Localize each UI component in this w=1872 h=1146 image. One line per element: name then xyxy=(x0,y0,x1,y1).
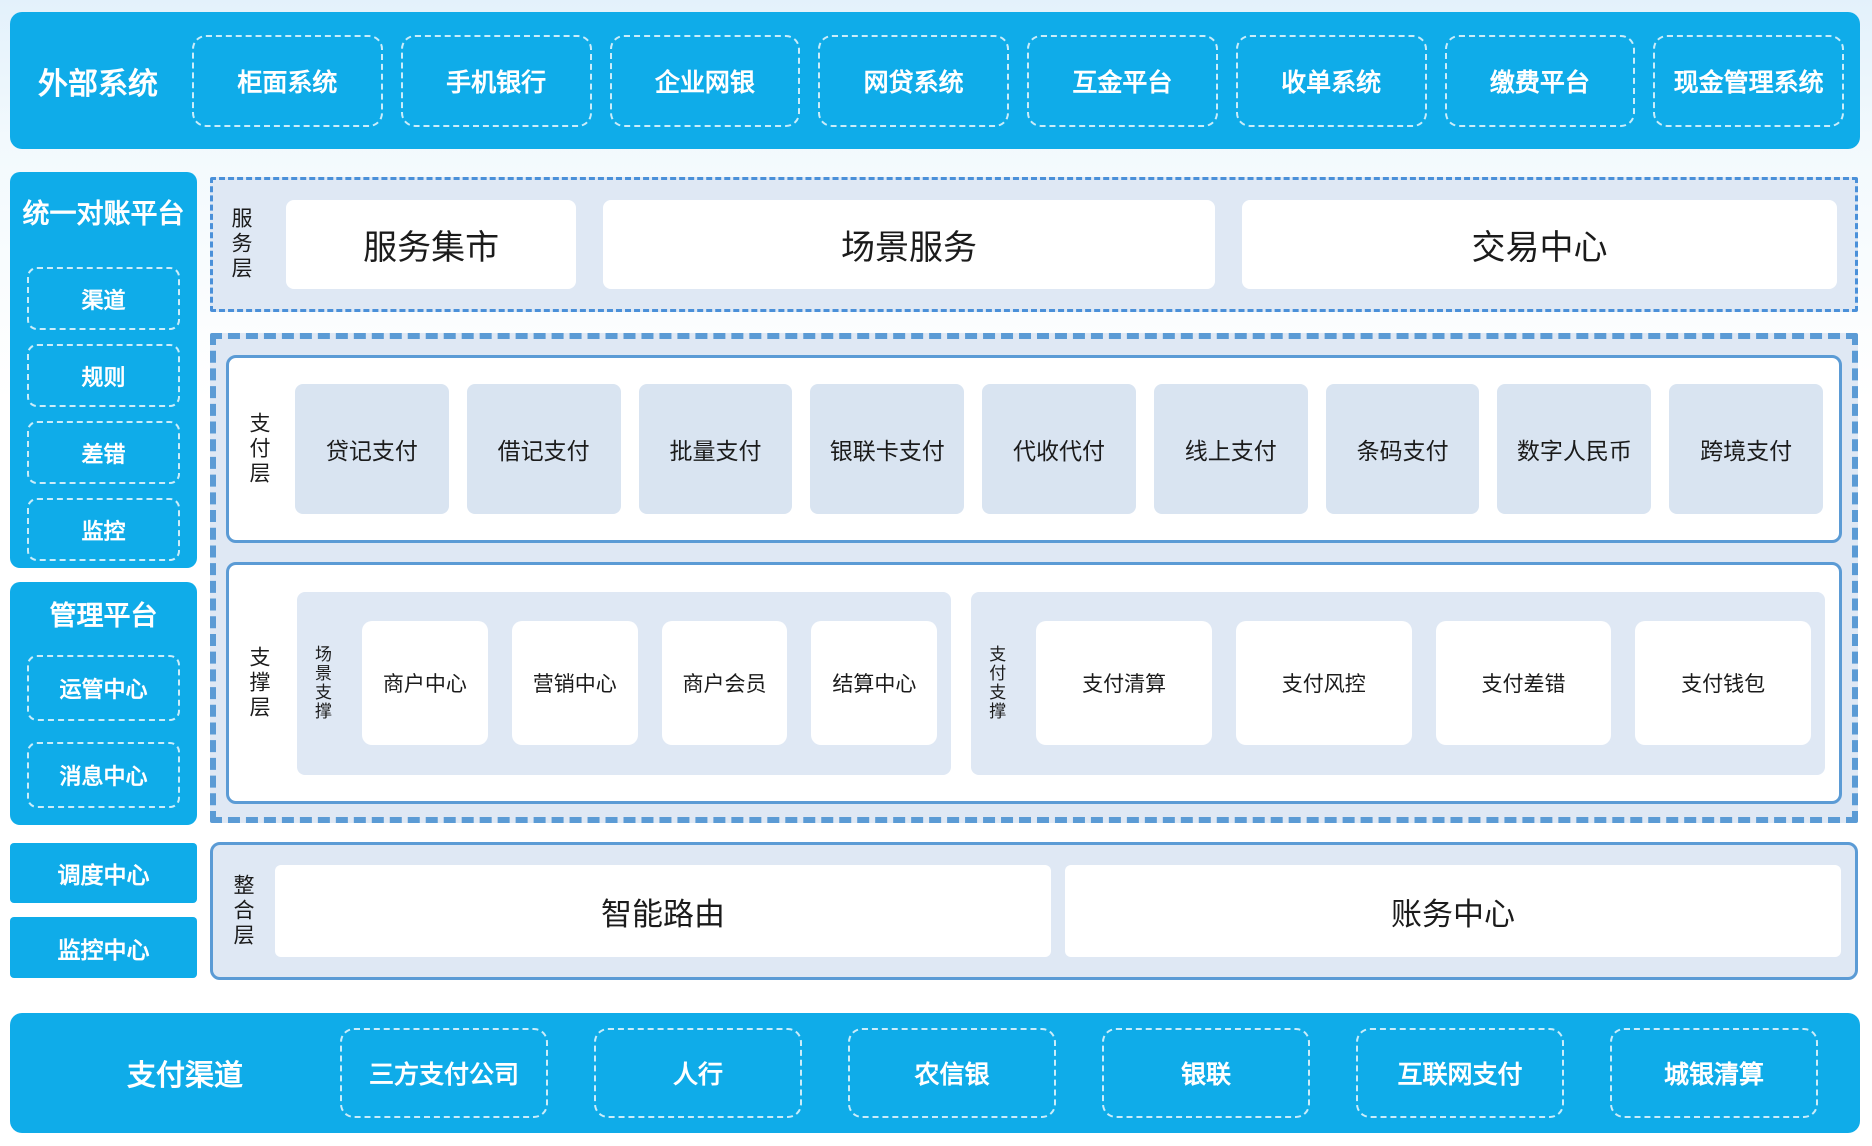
support-item: 支付清算 xyxy=(1036,621,1212,745)
support-item: 支付差错 xyxy=(1435,621,1612,745)
external-system-box: 现金管理系统 xyxy=(1653,34,1844,127)
reconciliation-item: 渠道 xyxy=(27,267,180,330)
payment-channel-box: 互联网支付 xyxy=(1356,1028,1564,1118)
payment-channel-box: 三方支付公司 xyxy=(340,1028,548,1118)
payment-item: 线上支付 xyxy=(1153,384,1308,514)
integration-box: 智能路由 xyxy=(275,865,1051,957)
reconciliation-item: 差错 xyxy=(27,421,180,484)
dispatch-center-box: 调度中心 xyxy=(10,843,197,903)
reconciliation-item: 规则 xyxy=(27,344,180,407)
support-layer-label: 支撑层 xyxy=(247,645,270,721)
core-layers-container: 支付层 贷记支付 借记支付 批量支付 银联卡支付 代收代付 线上支付 条码支付 … xyxy=(210,333,1858,823)
external-systems-label: 外部系统 xyxy=(38,67,158,101)
scene-support-group: 场景支撑 商户中心 营销中心 商户会员 结算中心 xyxy=(297,591,952,775)
support-item: 支付风控 xyxy=(1235,621,1412,745)
payment-item: 批量支付 xyxy=(638,384,793,514)
external-system-box: 收单系统 xyxy=(1235,34,1427,127)
reconciliation-platform-title: 统一对账平台 xyxy=(22,199,185,229)
integration-box: 账务中心 xyxy=(1065,865,1841,957)
payment-channel-box: 人行 xyxy=(594,1028,802,1118)
payment-item: 跨境支付 xyxy=(1669,384,1824,514)
integration-layer-label: 整合层 xyxy=(231,873,254,949)
service-box: 场景服务 xyxy=(603,200,1215,289)
payment-item: 数字人民币 xyxy=(1497,384,1652,514)
payment-channels-label: 支付渠道 xyxy=(126,1060,243,1092)
management-item: 运管中心 xyxy=(27,655,180,721)
support-item: 商户会员 xyxy=(661,621,788,745)
management-platform-title: 管理平台 xyxy=(49,601,158,631)
payment-item: 条码支付 xyxy=(1325,384,1480,514)
external-system-box: 网贷系统 xyxy=(818,34,1009,127)
external-system-box: 柜面系统 xyxy=(192,34,383,127)
support-item: 商户中心 xyxy=(362,621,488,745)
payment-layer-label: 支付层 xyxy=(247,411,270,487)
payment-channel-box: 农信银 xyxy=(848,1028,1056,1118)
external-systems-bar: 外部系统 柜面系统 手机银行 企业网银 网贷系统 互金平台 收单系统 缴费平台 … xyxy=(10,12,1860,149)
support-item: 营销中心 xyxy=(511,621,638,745)
service-layer-label: 服务层 xyxy=(229,207,252,282)
reconciliation-item: 监控 xyxy=(27,498,180,561)
external-system-box: 缴费平台 xyxy=(1444,34,1636,127)
external-system-box: 企业网银 xyxy=(609,34,801,127)
payment-channel-box: 银联 xyxy=(1102,1028,1310,1118)
reconciliation-platform-panel: 统一对账平台 渠道 规则 差错 监控 xyxy=(10,172,197,568)
payment-item: 贷记支付 xyxy=(295,384,449,514)
payment-support-group: 支付支撑 支付清算 支付风控 支付差错 支付钱包 xyxy=(971,591,1825,775)
payment-channel-box: 城银清算 xyxy=(1610,1028,1818,1118)
payment-channels-items: 三方支付公司 人行 农信银 银联 互联网支付 城银清算 xyxy=(340,1013,1818,1133)
external-systems-items: 柜面系统 手机银行 企业网银 网贷系统 互金平台 收单系统 缴费平台 现金管理系… xyxy=(192,12,1844,149)
payment-item: 借记支付 xyxy=(466,384,621,514)
monitor-center-box: 监控中心 xyxy=(10,917,197,978)
payment-item: 银联卡支付 xyxy=(810,384,965,514)
payment-channels-bar: 支付渠道 三方支付公司 人行 农信银 银联 互联网支付 城银清算 xyxy=(10,1013,1860,1133)
service-box: 服务集市 xyxy=(286,200,577,289)
external-system-box: 手机银行 xyxy=(400,34,592,127)
management-item: 消息中心 xyxy=(27,742,180,808)
payment-support-label: 支付支撑 xyxy=(986,645,1006,721)
payment-layer: 支付层 贷记支付 借记支付 批量支付 银联卡支付 代收代付 线上支付 条码支付 … xyxy=(226,355,1842,543)
scene-support-label: 场景支撑 xyxy=(312,645,331,721)
service-box: 交易中心 xyxy=(1241,200,1837,289)
integration-layer: 整合层 智能路由 账务中心 xyxy=(210,842,1858,980)
support-layer: 支撑层 场景支撑 商户中心 营销中心 商户会员 结算中心 支付支撑 支付清算 支… xyxy=(226,562,1842,804)
support-item: 结算中心 xyxy=(811,621,938,745)
support-item: 支付钱包 xyxy=(1635,621,1811,745)
external-system-box: 互金平台 xyxy=(1027,34,1218,127)
service-layer: 服务层 服务集市 场景服务 交易中心 xyxy=(210,177,1858,312)
payment-item: 代收代付 xyxy=(982,384,1136,514)
management-platform-panel: 管理平台 运管中心 消息中心 xyxy=(10,582,197,825)
